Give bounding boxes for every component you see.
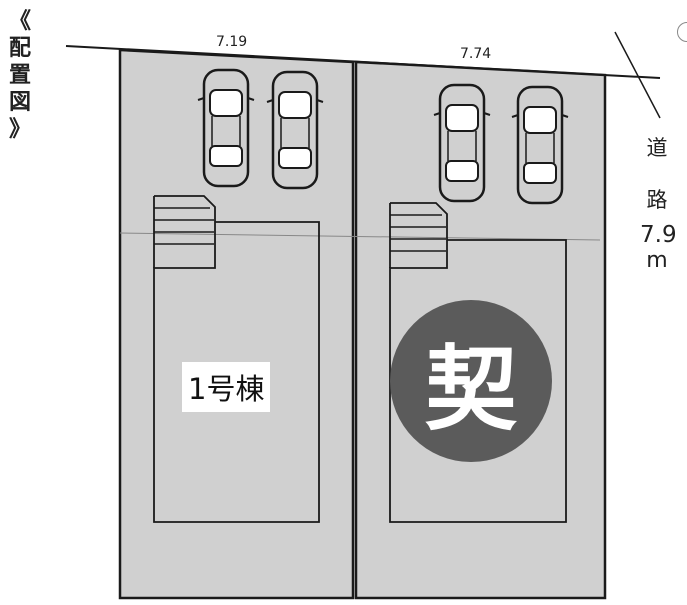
car-icon	[510, 85, 570, 205]
stairs-icon	[390, 214, 446, 252]
road-width: 7.9	[640, 222, 677, 248]
car-icon	[265, 70, 325, 190]
lot-1-frontage: 7.19	[216, 34, 248, 50]
stairs-icon	[154, 207, 214, 245]
car-icon	[196, 68, 256, 188]
title-char: 配	[8, 36, 31, 61]
title-char: 置	[8, 63, 31, 88]
title-char: 》	[8, 117, 31, 142]
road-unit: m	[646, 248, 668, 273]
drawing-title: 《 配 置 図 》	[6, 8, 34, 143]
road-char: 道	[646, 136, 668, 160]
title-char: 《	[8, 9, 31, 34]
lot-2-frontage: 7.74	[460, 46, 492, 62]
title-char: 図	[8, 90, 31, 115]
lot-1-label: 1号棟	[182, 362, 271, 412]
contract-badge: 契	[390, 300, 552, 462]
road-char: 路	[646, 188, 668, 212]
car-icon	[432, 83, 492, 203]
